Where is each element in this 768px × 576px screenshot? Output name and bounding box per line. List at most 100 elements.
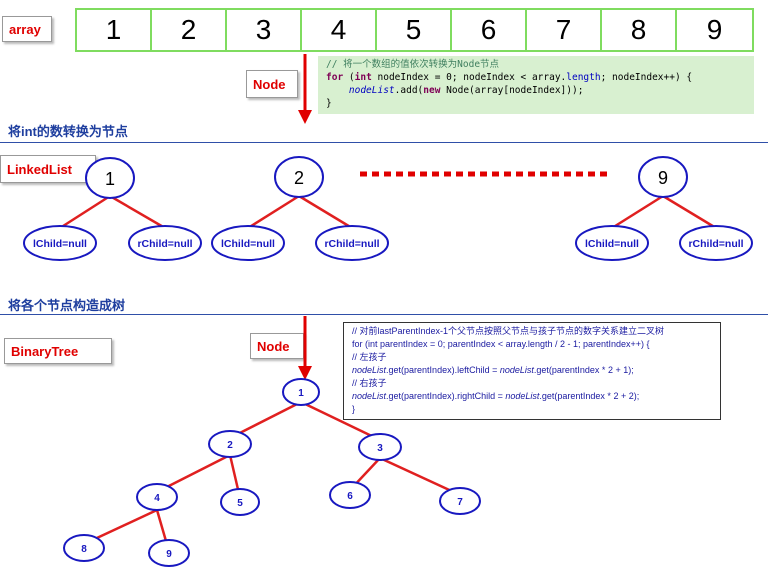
code-nodelist: nodeList	[352, 365, 387, 375]
linkedlist-label: LinkedList	[0, 155, 96, 183]
node-label-top-text: Node	[253, 76, 286, 92]
linked-node	[85, 157, 135, 199]
tree-edges	[83, 400, 459, 549]
code-text: ; nodeIndex++) {	[600, 72, 693, 83]
code-kw-new: new	[423, 85, 441, 96]
array-cell: 6	[452, 10, 527, 50]
tree-node-value: 2	[227, 440, 233, 451]
array-cell: 1	[77, 10, 152, 50]
tree-node	[63, 534, 105, 562]
divider-top	[0, 142, 768, 143]
tree-node	[358, 433, 402, 461]
linked-rchild: rChild=null	[688, 238, 743, 250]
linked-node-group: 2 lChild=null rChild=null	[211, 156, 389, 261]
tree-node	[208, 430, 252, 458]
linked-child	[679, 225, 753, 261]
tree-node-value: 8	[81, 544, 87, 555]
code-comment: // 右孩子	[352, 378, 387, 388]
linked-edge	[611, 194, 664, 230]
code-kw-int: int	[354, 72, 372, 83]
linked-node-value: 9	[658, 168, 668, 188]
code-field-length: length	[566, 72, 601, 83]
linked-edge	[662, 194, 717, 230]
array-cell: 2	[152, 10, 227, 50]
heading-convert: 将int的数转换为节点	[8, 124, 128, 139]
tree-node	[220, 488, 260, 516]
linked-lchild: lChild=null	[33, 238, 87, 250]
linked-child	[211, 225, 285, 261]
code-left-line: nodeList.get(parentIndex).leftChild = no…	[352, 364, 720, 377]
code-close: }	[326, 98, 332, 109]
linked-node	[274, 156, 324, 198]
tree-node-value: 9	[166, 549, 172, 560]
linked-rchild: rChild=null	[137, 238, 192, 250]
array-label: array	[2, 16, 52, 42]
tree-node	[282, 378, 320, 406]
tree-node-value: 5	[237, 498, 243, 509]
linked-child	[128, 225, 202, 261]
code-text: .add(	[394, 85, 424, 96]
code-kw-for: for	[326, 72, 344, 83]
tree-edge	[229, 400, 302, 440]
array-cell: 8	[602, 10, 677, 50]
tree-node-value: 7	[457, 497, 463, 508]
linkedlist-label-text: LinkedList	[7, 161, 73, 177]
linked-lchild: lChild=null	[221, 238, 275, 250]
array-cells: 1 2 3 4 5 6 7 8 9	[75, 8, 754, 52]
code-text: .get(parentIndex).leftChild =	[386, 365, 500, 375]
linked-child	[315, 225, 389, 261]
tree-node-value: 4	[154, 493, 160, 504]
code-text: Node(array[nodeIndex]));	[440, 85, 584, 96]
tree-edge	[379, 456, 459, 496]
array-cell: 3	[227, 10, 302, 50]
linked-edge	[247, 194, 300, 230]
tree-node-value: 6	[347, 491, 353, 502]
linked-edge	[59, 194, 111, 230]
tree-node	[136, 483, 178, 511]
array-cell: 4	[302, 10, 377, 50]
binarytree-label-text: BinaryTree	[11, 343, 79, 359]
linked-edge	[109, 194, 166, 230]
array-cell: 7	[527, 10, 602, 50]
tree-edge	[300, 400, 381, 442]
array-cell: 5	[377, 10, 452, 50]
code-for-line: for (int parentIndex = 0; parentIndex < …	[352, 339, 650, 349]
arrow-head-bottom	[298, 366, 312, 380]
tree-node	[329, 481, 371, 509]
arrow-head-top	[298, 110, 312, 124]
code-nodelist: nodeList	[499, 365, 534, 375]
tree-node	[439, 487, 481, 515]
code-text: nodeIndex = 0; nodeIndex < array.	[371, 72, 567, 83]
code-text: .get(parentIndex * 2 + 1);	[533, 365, 634, 375]
code-block-top: // 将一个数组的值依次转换为Node节点 for (int nodeIndex…	[318, 56, 754, 114]
code-block-bottom: // 对前lastParentIndex-1个父节点按照父节点与孩子节点的数字关…	[343, 322, 721, 420]
divider-bottom	[0, 314, 768, 315]
code-add-line: nodeList.add(new Node(array[nodeIndex]))…	[326, 84, 754, 97]
code-text: .get(parentIndex).rightChild =	[386, 391, 506, 401]
code-nodelist: nodeList	[352, 391, 387, 401]
code-comment: // 对前lastParentIndex-1个父节点按照父节点与孩子节点的数字关…	[352, 326, 665, 336]
code-for-line: for (int nodeIndex = 0; nodeIndex < arra…	[326, 71, 754, 84]
linked-node-value: 1	[105, 169, 115, 189]
code-text: .get(parentIndex * 2 + 2);	[539, 391, 640, 401]
tree-node-value: 3	[377, 443, 383, 454]
array-cell: 9	[706, 14, 723, 45]
code-close: }	[352, 404, 356, 414]
linked-node	[638, 156, 688, 198]
tree-node-value: 1	[298, 388, 304, 399]
linked-edge	[298, 194, 353, 230]
linked-child	[23, 225, 97, 261]
code-nodelist: nodeList	[348, 85, 395, 96]
linked-node-group: 9 lChild=null rChild=null	[575, 156, 753, 261]
linked-child	[575, 225, 649, 261]
code-text: (	[343, 72, 355, 83]
code-comment: // 将一个数组的值依次转换为Node节点	[326, 59, 500, 70]
linked-lchild: lChild=null	[585, 238, 639, 250]
linked-node-group: 1 lChild=null rChild=null	[23, 157, 202, 261]
linked-node-value: 2	[294, 168, 304, 188]
node-label-top: Node	[246, 70, 298, 98]
code-nodelist: nodeList	[505, 391, 540, 401]
binarytree-label: BinaryTree	[4, 338, 112, 364]
linked-rchild: rChild=null	[324, 238, 379, 250]
